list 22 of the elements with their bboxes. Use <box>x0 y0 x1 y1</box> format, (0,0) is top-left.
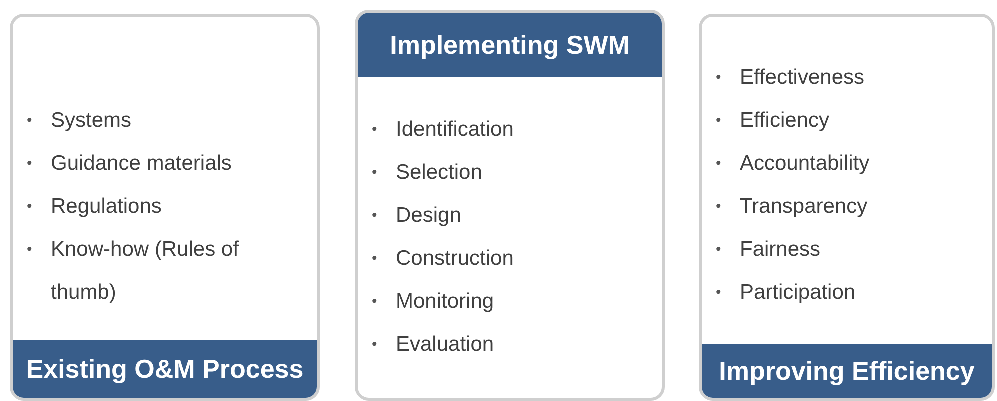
card <box>355 10 665 401</box>
list-item: • Identification <box>372 117 515 143</box>
list-item: • Monitoring <box>372 289 496 315</box>
card-heading: Existing O&M Process <box>26 356 304 382</box>
card <box>699 14 995 401</box>
list-item: • Participation <box>716 280 857 306</box>
list-item: • Regulations <box>27 194 163 220</box>
card <box>10 14 320 401</box>
list-item: • Construction <box>372 246 515 272</box>
list-item: • Transparency <box>716 194 869 220</box>
list-item: • Guidance materials <box>27 151 233 177</box>
list-item: • Systems <box>27 108 133 134</box>
list-item: • Effectiveness <box>716 65 866 91</box>
list-item: • Efficiency <box>716 108 830 134</box>
card-heading: Implementing SWM <box>390 32 630 58</box>
list-item: • Design <box>372 203 462 229</box>
list-item: • Fairness <box>716 237 822 263</box>
list-item: • Evaluation <box>372 332 496 358</box>
list-item: • Selection <box>372 160 484 186</box>
card-heading: Improving Efficiency <box>719 358 975 384</box>
list-item: • Know-how (Rules of thumb) <box>27 237 240 306</box>
list-item: • Accountability <box>716 151 871 177</box>
